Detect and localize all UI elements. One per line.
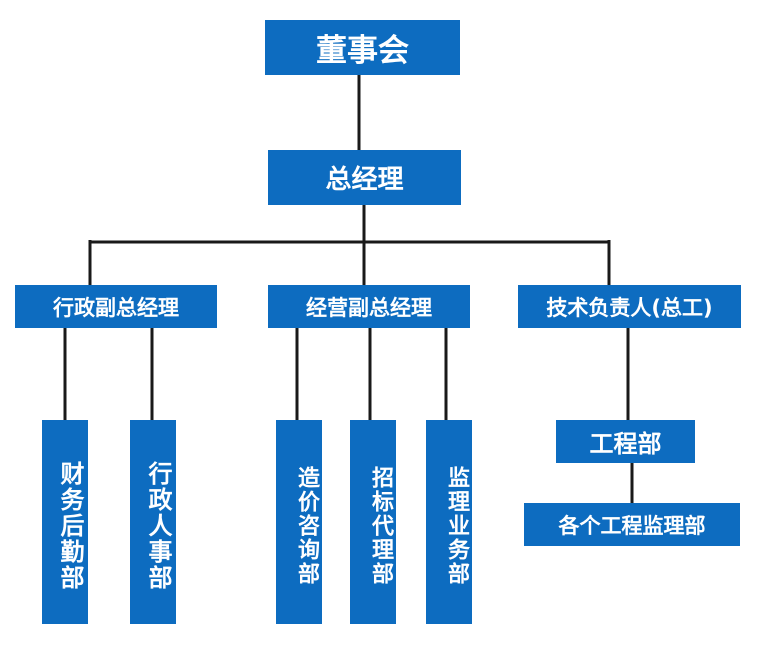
- cost-consulting-label: 造价咨询部: [294, 466, 319, 586]
- admin-vp-label: 行政副总经理: [53, 295, 179, 320]
- business-vp-box: 经营副总经理: [268, 285, 470, 328]
- finance-logistics-label: 财务后勤部: [56, 461, 84, 591]
- board-label: 董事会: [316, 33, 409, 69]
- tech-lead-box: 技术负责人(总工): [518, 285, 741, 328]
- bidding-agency-box: 招标代理部: [350, 420, 396, 624]
- supervision-business-box: 监理业务部: [426, 420, 472, 624]
- cost-consulting-box: 造价咨询部: [276, 420, 322, 624]
- tech-lead-label: 技术负责人(总工): [546, 295, 713, 320]
- board-box: 董事会: [265, 20, 460, 75]
- business-vp-label: 经营副总经理: [306, 295, 432, 320]
- supervision-business-label: 监理业务部: [444, 466, 469, 586]
- engineering-dept-box: 工程部: [556, 420, 695, 463]
- bidding-agency-label: 招标代理部: [368, 466, 393, 586]
- general-manager-label: 总经理: [325, 165, 404, 195]
- finance-logistics-box: 财务后勤部: [42, 420, 88, 624]
- project-supervision-label: 各个工程监理部: [558, 513, 706, 538]
- engineering-dept-label: 工程部: [589, 430, 662, 458]
- admin-personnel-label: 行政人事部: [144, 461, 172, 591]
- general-manager-box: 总经理: [268, 150, 461, 205]
- admin-personnel-box: 行政人事部: [130, 420, 176, 624]
- project-supervision-box: 各个工程监理部: [524, 503, 740, 546]
- admin-vp-box: 行政副总经理: [15, 285, 217, 328]
